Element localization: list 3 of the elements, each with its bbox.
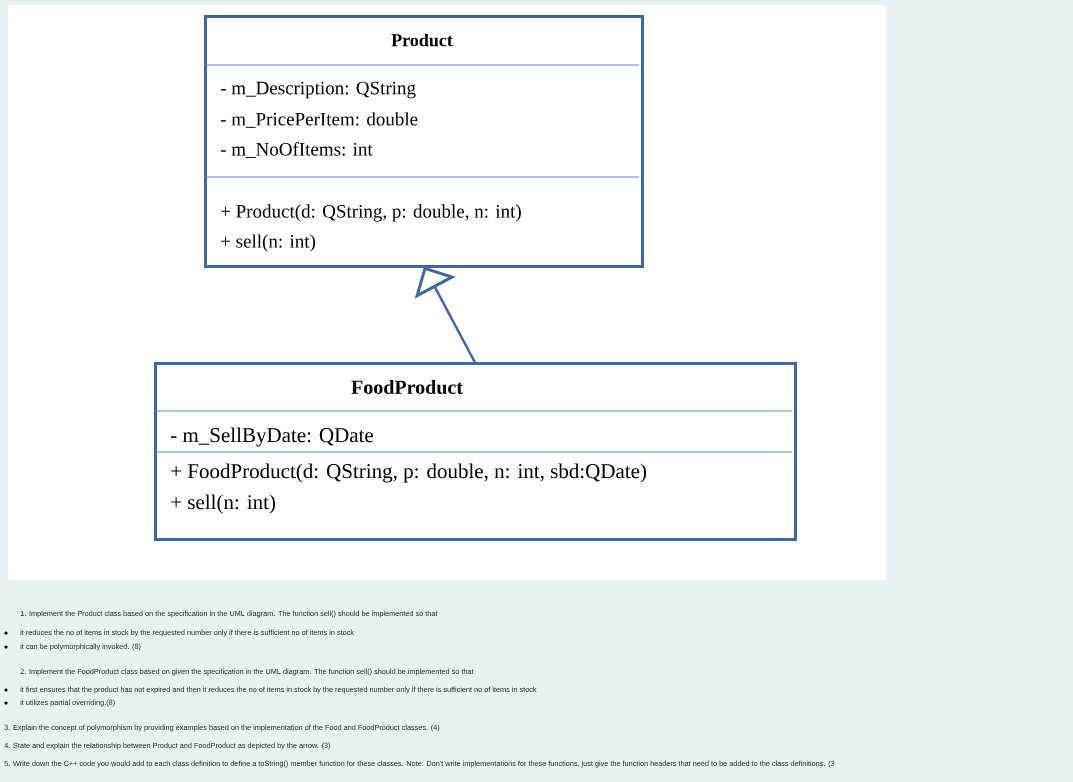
inheritance-arrow [414,266,477,365]
class-box: FoodProduct - m_SellByDate: QDate + FoodProduct(d: QString, p: double, n: int, sbd:QDate) + sell(n: int) [154,362,797,541]
class-box: Product - m_Description: QString - m_PricePerItem: double - m_NoOfItems: int + Product(d: QString, p: double, n: int) + sell(n: int) [204,15,644,268]
